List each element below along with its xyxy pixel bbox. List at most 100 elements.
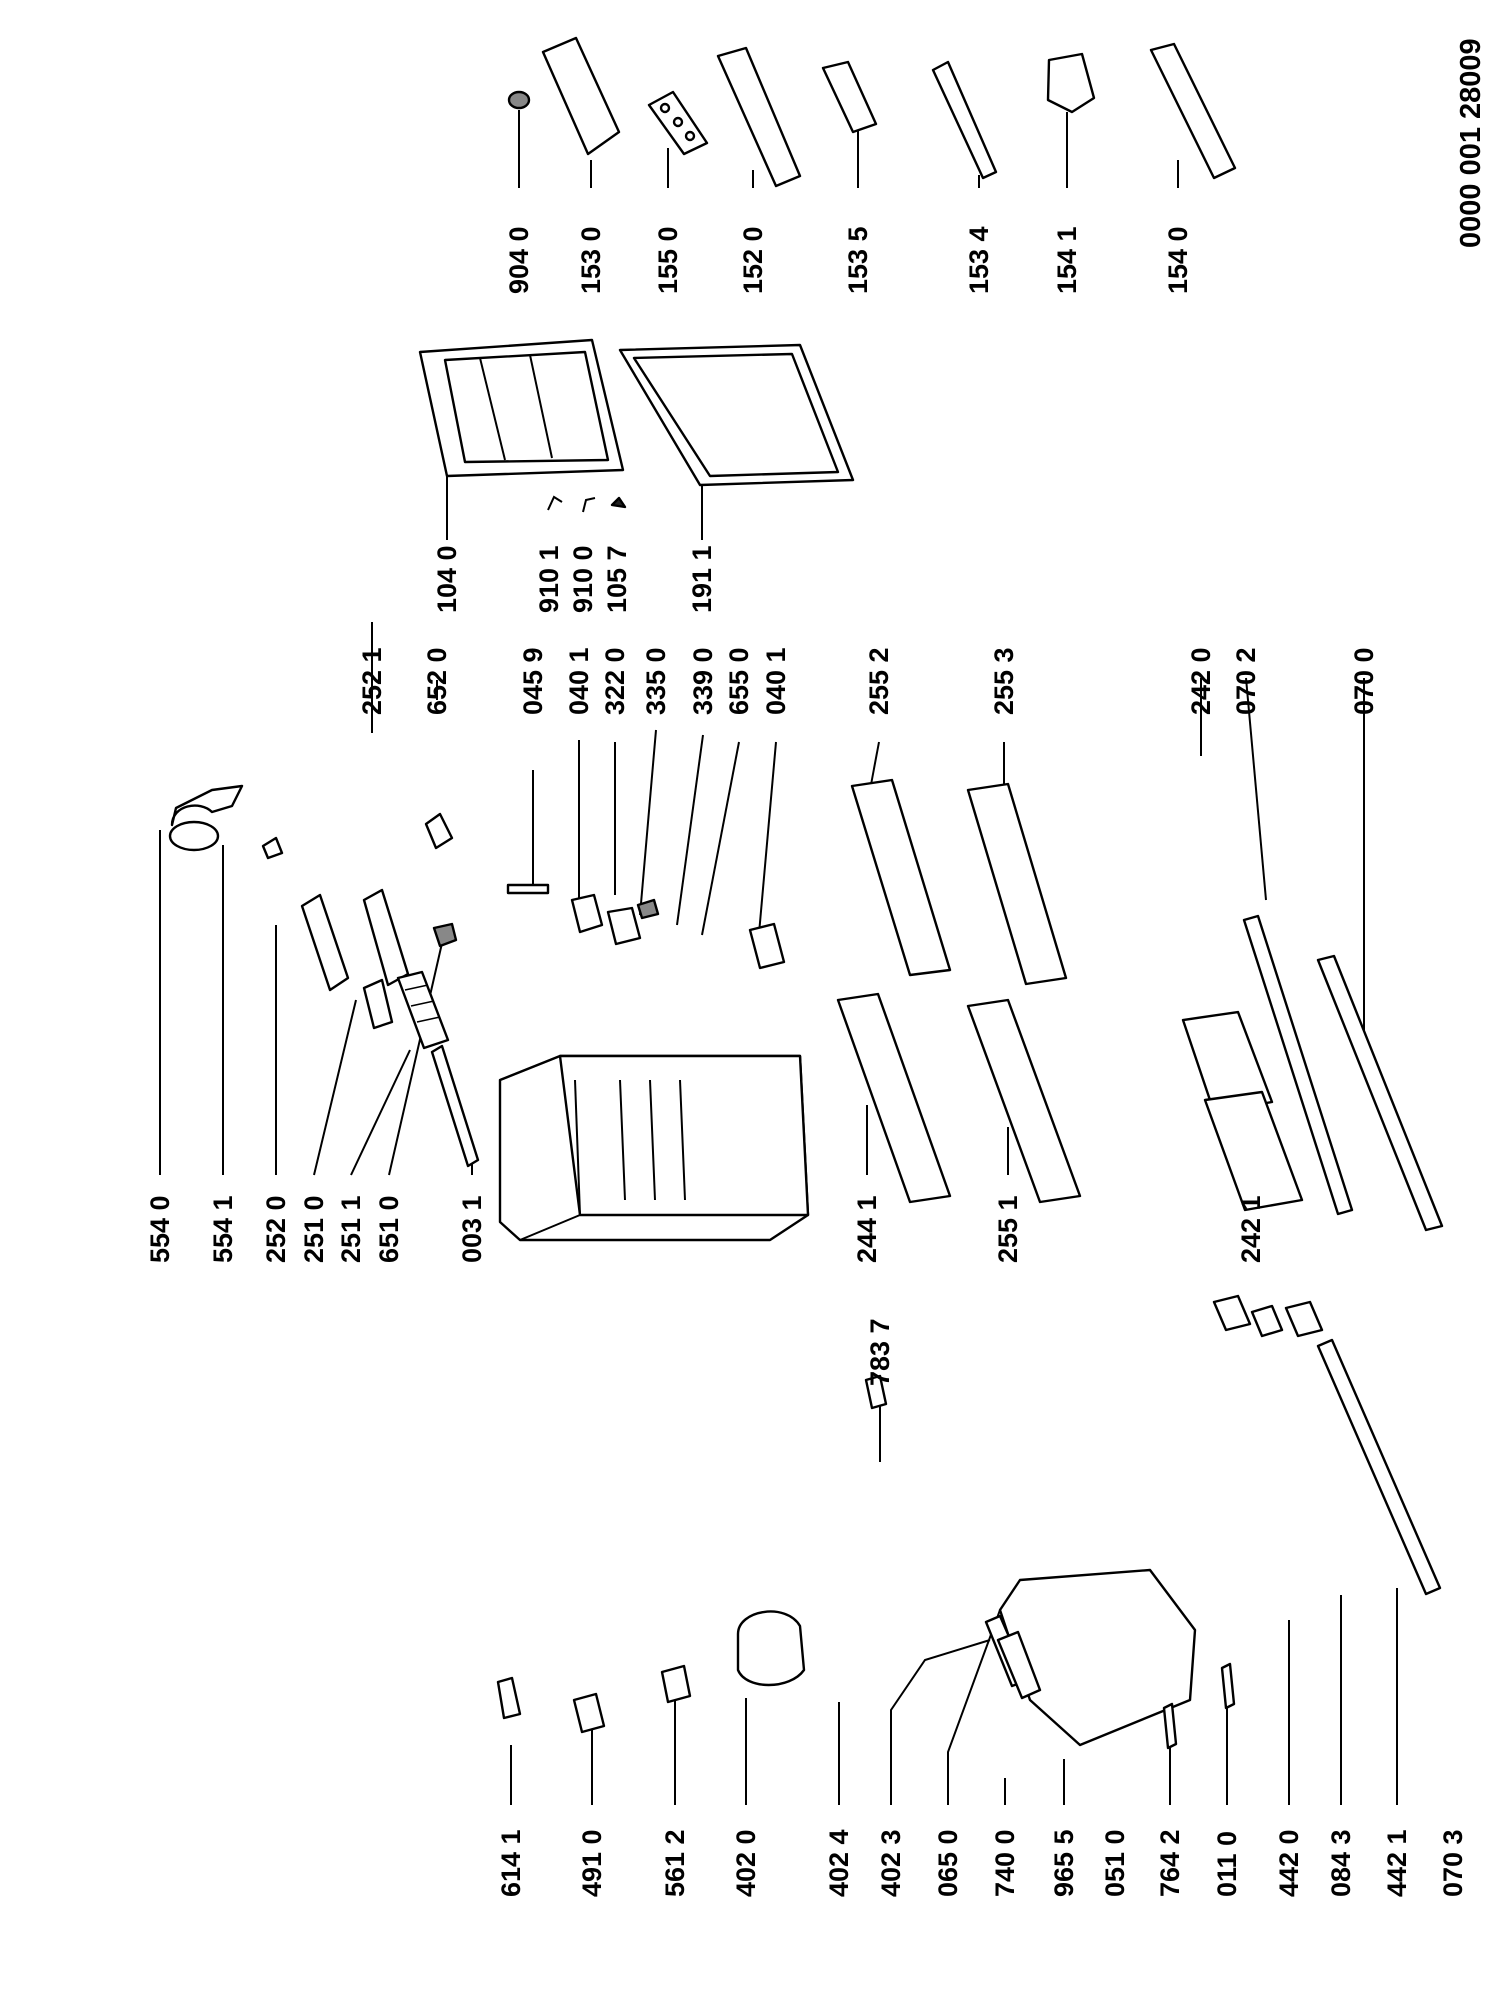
- part-442-1: [1284, 1300, 1324, 1338]
- label-070-3: 070 3: [1438, 1829, 1468, 1897]
- label-070-0: 070 0: [1349, 647, 1379, 715]
- label-242-1: 242 1: [1236, 1195, 1266, 1263]
- label-045-9: 045 9: [518, 647, 548, 715]
- part-554-0: [170, 784, 244, 827]
- part-051-0: [998, 1568, 1197, 1747]
- part-335-0: [636, 898, 660, 920]
- label-251-0: 251 0: [299, 1195, 329, 1263]
- label-252-1: 252 1: [357, 647, 387, 715]
- label-153-5: 153 5: [843, 226, 873, 294]
- label-003-1: 003 1: [457, 1195, 487, 1263]
- label-322-0: 322 0: [600, 647, 630, 715]
- part-561-2: [660, 1664, 692, 1704]
- part-040-1-a: [570, 893, 604, 934]
- label-251-1: 251 1: [336, 1195, 366, 1263]
- part-drawings: [168, 36, 1444, 1750]
- part-011-0: [1220, 1662, 1236, 1710]
- part-070-2: [1242, 914, 1354, 1216]
- label-402-0: 402 0: [731, 1829, 761, 1897]
- part-255-2: [850, 778, 952, 977]
- label-153-4: 153 4: [964, 226, 994, 294]
- part-153-4: [931, 60, 998, 180]
- label-339-0: 339 0: [688, 647, 718, 715]
- label-255-3: 255 3: [989, 647, 1019, 715]
- part-152-0: [716, 46, 802, 188]
- label-191-1: 191 1: [687, 545, 717, 613]
- label-652-0: 652 0: [422, 647, 452, 715]
- label-255-2: 255 2: [864, 647, 894, 715]
- label-764-2: 764 2: [1155, 1829, 1185, 1897]
- label-065-0: 065 0: [933, 1829, 963, 1897]
- label-152-0: 152 0: [738, 226, 768, 294]
- label-252-0: 252 0: [261, 1195, 291, 1263]
- label-154-1: 154 1: [1052, 226, 1082, 294]
- label-561-2: 561 2: [660, 1829, 690, 1897]
- label-105-7: 105 7: [602, 545, 632, 613]
- part-153-0: [541, 36, 621, 156]
- label-965-5: 965 5: [1049, 1829, 1079, 1897]
- part-153-5: [821, 60, 878, 134]
- label-491-0: 491 0: [577, 1829, 607, 1897]
- label-402-4: 402 4: [824, 1829, 854, 1897]
- label-155-0: 155 0: [653, 226, 683, 294]
- label-011-0: 011 0: [1212, 1831, 1242, 1897]
- part-242-1: [1203, 1090, 1304, 1212]
- label-614-1: 614 1: [496, 1829, 526, 1897]
- label-402-3: 402 3: [876, 1829, 906, 1897]
- part-252-0: [300, 893, 350, 992]
- part-764-2: [1162, 1702, 1178, 1750]
- label-554-1: 554 1: [208, 1195, 238, 1263]
- part-614-1: [496, 1676, 522, 1720]
- part-105-7: [610, 496, 627, 509]
- part-255-3: [966, 782, 1068, 986]
- part-003-1: [430, 1044, 480, 1168]
- part-244-1: [836, 992, 952, 1204]
- label-910-0: 910 0: [568, 545, 598, 613]
- label-084-3: 084 3: [1326, 1829, 1356, 1897]
- label-442-0: 442 0: [1274, 1829, 1304, 1897]
- part-084-3: [1250, 1304, 1284, 1338]
- part-402-0: [736, 1610, 806, 1687]
- label-242-0: 242 0: [1186, 647, 1216, 715]
- label-783-7: 783 7: [865, 1318, 895, 1386]
- part-740-0: [996, 1630, 1042, 1700]
- label-104-0: 104 0: [432, 545, 462, 613]
- part-labels: 904 0 153 0 155 0 152 0 153 5 153 4 154 …: [145, 226, 1468, 1897]
- part-491-0: [572, 1692, 606, 1734]
- part-251-0: [362, 978, 394, 1030]
- part-070-0: [1316, 954, 1444, 1232]
- part-554-1: [261, 836, 284, 860]
- part-322-0: [606, 906, 642, 946]
- part-251-1: [396, 970, 450, 1050]
- label-554-0: 554 0: [145, 1195, 175, 1263]
- part-070-3: [1316, 1338, 1442, 1596]
- label-070-2: 070 2: [1231, 647, 1261, 715]
- part-652-0: [424, 812, 454, 850]
- document-number: 0000 001 28009: [1455, 38, 1487, 248]
- part-904-0: [507, 90, 531, 110]
- label-910-1: 910 1: [534, 545, 564, 613]
- label-904-0: 904 0: [504, 226, 534, 294]
- label-040-1-a: 040 1: [564, 647, 594, 715]
- label-040-1-b: 040 1: [761, 647, 791, 715]
- label-154-0: 154 0: [1163, 226, 1193, 294]
- label-740-0: 740 0: [990, 1829, 1020, 1897]
- label-153-0: 153 0: [576, 226, 606, 294]
- part-442-0: [1212, 1294, 1252, 1332]
- part-651-0: [432, 922, 458, 948]
- label-442-1: 442 1: [1382, 1829, 1412, 1897]
- label-335-0: 335 0: [641, 647, 671, 715]
- part-255-1: [966, 998, 1082, 1204]
- leader-lines: [159, 110, 1398, 1805]
- part-252-1: [362, 888, 410, 987]
- label-255-1: 255 1: [993, 1195, 1023, 1263]
- label-051-0: 051 0: [1100, 1829, 1130, 1897]
- part-783-7: [864, 1374, 888, 1410]
- label-244-1: 244 1: [852, 1195, 882, 1263]
- part-045-9: [506, 883, 550, 895]
- part-154-0: [1149, 42, 1237, 180]
- part-154-1: [1046, 52, 1096, 114]
- label-651-0: 651 0: [374, 1195, 404, 1263]
- part-040-1-b: [748, 922, 786, 970]
